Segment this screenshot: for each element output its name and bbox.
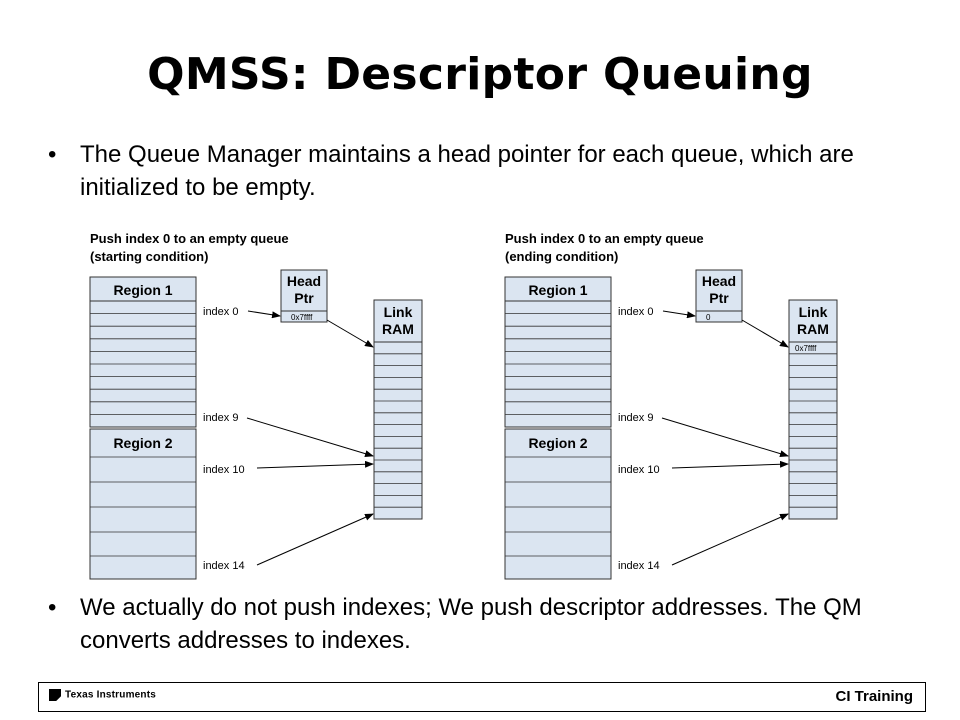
diagram-caption: Push index 0 to an empty queue [505, 231, 704, 246]
bullet-dot: • [48, 141, 57, 168]
index-label: index 0 [618, 306, 653, 318]
link-ram-label: RAM [382, 321, 414, 337]
head-ptr-label: Ptr [709, 290, 729, 306]
diagram-caption-sub: (starting condition) [90, 249, 208, 264]
pointer-arrow [256, 513, 374, 566]
index-label: index 9 [203, 412, 238, 424]
pointer-arrow [662, 310, 696, 319]
link-ram-box [373, 299, 423, 520]
bullet-text: The Queue Manager maintains a head point… [80, 141, 854, 201]
head-ptr-label: Head [702, 273, 736, 289]
pointer-arrow [671, 513, 789, 566]
head-ptr-value: 0x7ffff [291, 313, 313, 322]
head-ptr-label: Ptr [294, 290, 314, 306]
link-ram-box [788, 299, 838, 520]
index-label: index 0 [203, 306, 238, 318]
diagram-starting-condition: Push index 0 to an empty queue (starting … [89, 231, 423, 580]
index-label: index 10 [203, 464, 245, 476]
pointer-arrow [326, 319, 374, 348]
index-label: index 14 [203, 560, 245, 572]
region-2-label: Region 2 [528, 435, 587, 451]
diagram-caption: Push index 0 to an empty queue [90, 231, 289, 246]
ti-state-icon [49, 689, 61, 701]
link-ram-first-value: 0x7ffff [795, 344, 817, 353]
pointer-arrow [256, 460, 374, 469]
footer-bar: Texas Instruments CI Training [38, 682, 926, 712]
slide-title: QMSS: Descriptor Queuing [147, 49, 813, 101]
ci-training-label: CI Training [835, 688, 913, 705]
head-ptr-value: 0 [706, 313, 711, 322]
texas-instruments-logo: Texas Instruments [49, 689, 156, 701]
index-label: index 9 [618, 412, 653, 424]
pointer-arrow [246, 417, 374, 458]
link-ram-label: RAM [797, 321, 829, 337]
region-1-block [504, 276, 612, 428]
region-2-block [89, 428, 197, 580]
diagram-caption-sub: (ending condition) [505, 249, 618, 264]
region-1-block [89, 276, 197, 428]
bullet-dot: • [48, 594, 57, 621]
head-ptr-label: Head [287, 273, 321, 289]
index-label: index 14 [618, 560, 660, 572]
bullet-text: We actually do not push indexes; We push… [80, 594, 862, 654]
head-ptr-box [280, 269, 328, 323]
pointer-arrow [247, 310, 281, 319]
link-ram-label: Link [799, 304, 828, 320]
diagram-ending-condition: Push index 0 to an empty queue (ending co… [504, 231, 838, 580]
index-label: index 10 [618, 464, 660, 476]
pointer-arrow [671, 460, 789, 469]
head-ptr-box [695, 269, 743, 323]
region-1-label: Region 1 [528, 282, 587, 298]
region-2-label: Region 2 [113, 435, 172, 451]
region-2-block [504, 428, 612, 580]
region-1-label: Region 1 [113, 282, 172, 298]
company-name: Texas Instruments [65, 689, 157, 701]
link-ram-label: Link [384, 304, 413, 320]
pointer-arrow [661, 417, 789, 458]
pointer-arrow [741, 319, 789, 348]
